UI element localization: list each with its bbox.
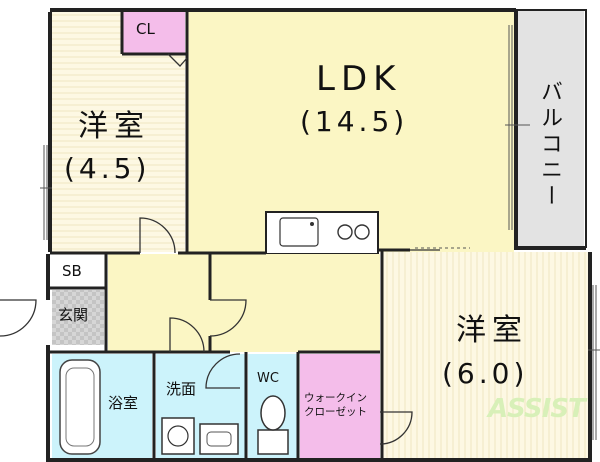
closet-label: CL (136, 20, 155, 38)
toilet-bowl (260, 395, 286, 431)
interior-walls (48, 10, 410, 460)
walk-in-closet-label-1: ウォークイン (304, 392, 367, 404)
east-room-area: (6.0) (442, 357, 529, 390)
stove-burner-left (337, 224, 353, 240)
ldk-area: (14.5) (300, 105, 409, 138)
ldk-label: LDK (316, 59, 402, 99)
east-room-floor (382, 252, 590, 460)
walk-in-closet-floor (300, 354, 380, 460)
doors (0, 53, 440, 445)
entrance-floor (52, 290, 104, 345)
west-room-area: (4.5) (64, 152, 151, 185)
wc-label: WC (257, 371, 279, 386)
sb-label: SB (62, 262, 82, 280)
bath-label: 浴室 (108, 394, 139, 412)
balcony-floor (517, 10, 584, 248)
exterior-walls (46, 8, 592, 462)
windows (40, 25, 600, 440)
sink (279, 217, 319, 247)
west-room-label: 洋室 (78, 109, 150, 144)
sb-floor (52, 258, 104, 286)
walk-in-closet-label-2: クローゼット (304, 406, 367, 418)
closet-floor (122, 12, 185, 54)
entrance-label: 玄関 (58, 306, 89, 324)
toilet-tank (257, 429, 289, 455)
hallway-floor (108, 254, 380, 352)
assist-logo: ASSIST (488, 394, 586, 424)
stove-burner-right (354, 224, 370, 240)
vanity (199, 423, 239, 455)
washroom-label: 洗面 (166, 380, 197, 398)
east-room-label: 洋室 (456, 313, 528, 348)
bathtub (59, 359, 101, 455)
balcony-label: バルコニー (537, 80, 562, 210)
